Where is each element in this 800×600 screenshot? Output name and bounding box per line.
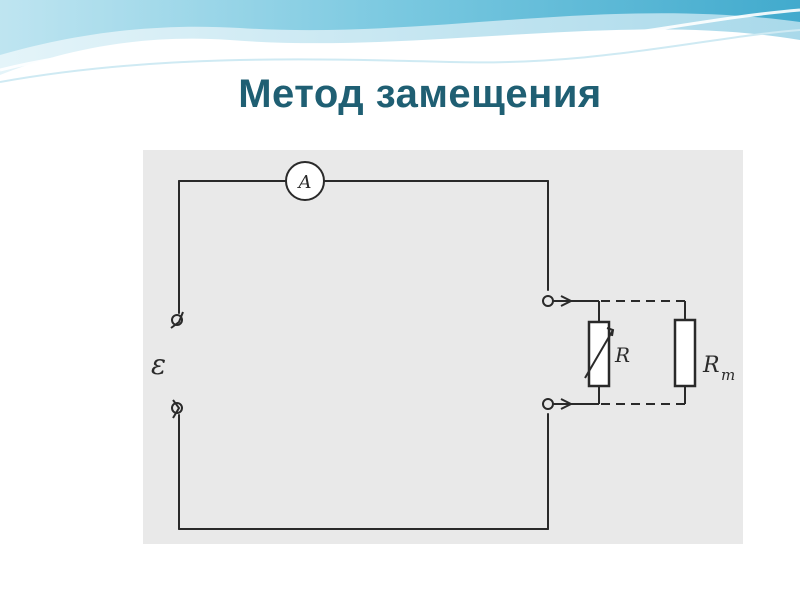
switch-terminals <box>542 295 574 410</box>
resistor-label: R <box>614 343 630 367</box>
circuit-svg: A ε <box>151 161 735 530</box>
slide-title: Метод замещения <box>238 72 602 116</box>
ammeter-label: A <box>297 172 312 193</box>
circuit-diagram: A ε <box>143 150 743 544</box>
header-wave-decoration <box>0 0 800 83</box>
unknown-resistor-label: R <box>702 353 720 378</box>
unknown-resistor-subscript: m <box>721 366 735 384</box>
source-terminals <box>170 311 184 419</box>
unknown-resistor <box>673 318 697 388</box>
ammeter: A <box>285 161 325 201</box>
variable-resistor <box>584 320 615 388</box>
resistor-leads <box>571 300 686 405</box>
source-label: ε <box>151 348 166 381</box>
